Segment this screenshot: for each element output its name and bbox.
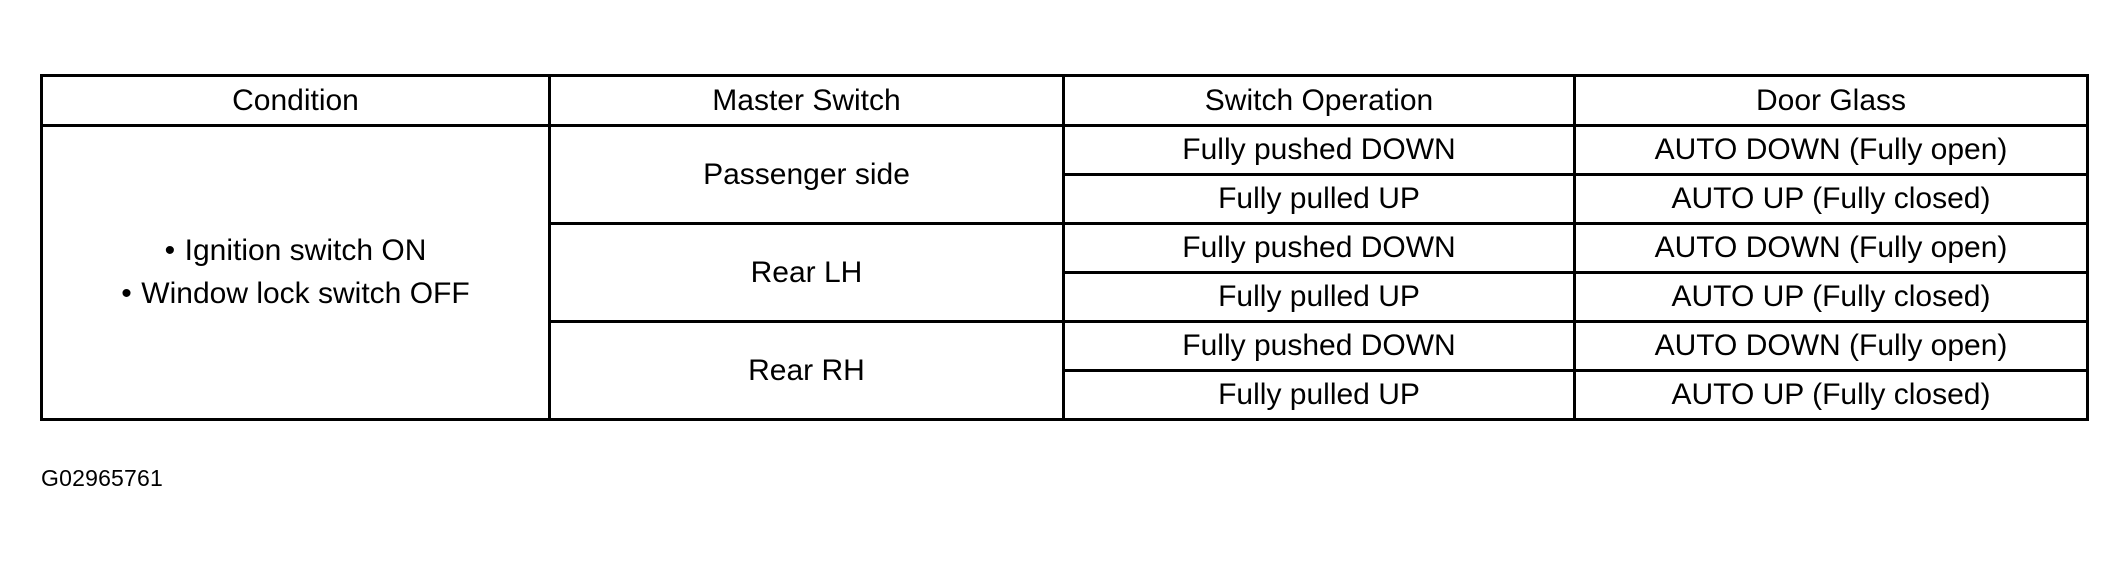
table-row: Rear LH Fully pushed DOWN AUTO DOWN (Ful… <box>42 222 2089 323</box>
table-body: •Ignition switch ON •Window lock switch … <box>40 124 2089 421</box>
bullet-icon: • <box>121 276 132 310</box>
condition-bullet-item: • Window lock switch OFF <box>43 273 548 316</box>
table-row: Fully pulled UP AUTO UP (Fully closed) <box>42 369 2089 421</box>
table-row: Fully pulled UP AUTO UP (Fully closed) <box>42 173 2089 225</box>
switch-operation-cell: Fully pulled UP <box>1062 271 1576 323</box>
table-header-row: Condition Master Switch Switch Operation… <box>40 74 2089 127</box>
column-header-master-switch: Master Switch <box>548 74 1065 127</box>
switch-operation-cell: Fully pushed DOWN <box>1062 124 1576 176</box>
table-header: Condition Master Switch Switch Operation… <box>40 74 2089 127</box>
condition-bullet-text: Window lock switch OFF <box>141 276 470 310</box>
door-glass-cell: AUTO DOWN (Fully open) <box>1573 222 2089 274</box>
switch-operation-cell: Fully pushed DOWN <box>1062 320 1576 372</box>
bullet-icon: • <box>164 233 176 267</box>
table-row: •Ignition switch ON •Window lock switch … <box>40 124 2089 421</box>
condition-bullet-item: •Ignition switch ON <box>43 230 548 273</box>
column-header-door-glass: Door Glass <box>1573 74 2089 127</box>
condition-bullet-text: Ignition switch ON <box>184 233 427 267</box>
door-glass-cell: AUTO DOWN (Fully open) <box>1573 320 2089 372</box>
condition-bullet-list: •Ignition switch ON •Window lock switch … <box>43 230 548 315</box>
master-switch-cell-passenger-side: Passenger side <box>548 124 1065 225</box>
condition-cell: •Ignition switch ON •Window lock switch … <box>40 124 551 421</box>
door-glass-cell: AUTO UP (Fully closed) <box>1573 271 2089 323</box>
table-row: Fully pulled UP AUTO UP (Fully closed) <box>42 271 2089 323</box>
switch-operation-cell: Fully pushed DOWN <box>1062 222 1576 274</box>
switch-operation-cell: Fully pulled UP <box>1062 173 1576 225</box>
spec-table-container: Condition Master Switch Switch Operation… <box>40 74 2089 421</box>
table-row: Rear RH Fully pushed DOWN AUTO DOWN (Ful… <box>42 320 2089 421</box>
master-switch-cell-rear-lh: Rear LH <box>548 222 1065 323</box>
switch-operation-cell: Fully pulled UP <box>1062 369 1576 421</box>
master-switch-cell-rear-rh: Rear RH <box>548 320 1065 421</box>
figure-caption: G02965761 <box>41 465 164 491</box>
column-header-switch-operation: Switch Operation <box>1062 74 1576 127</box>
column-header-condition: Condition <box>40 74 551 127</box>
door-glass-cell: AUTO DOWN (Fully open) <box>1573 124 2089 176</box>
door-glass-cell: AUTO UP (Fully closed) <box>1573 369 2089 421</box>
door-glass-cell: AUTO UP (Fully closed) <box>1573 173 2089 225</box>
power-window-auto-operation-table: Condition Master Switch Switch Operation… <box>40 74 2089 421</box>
